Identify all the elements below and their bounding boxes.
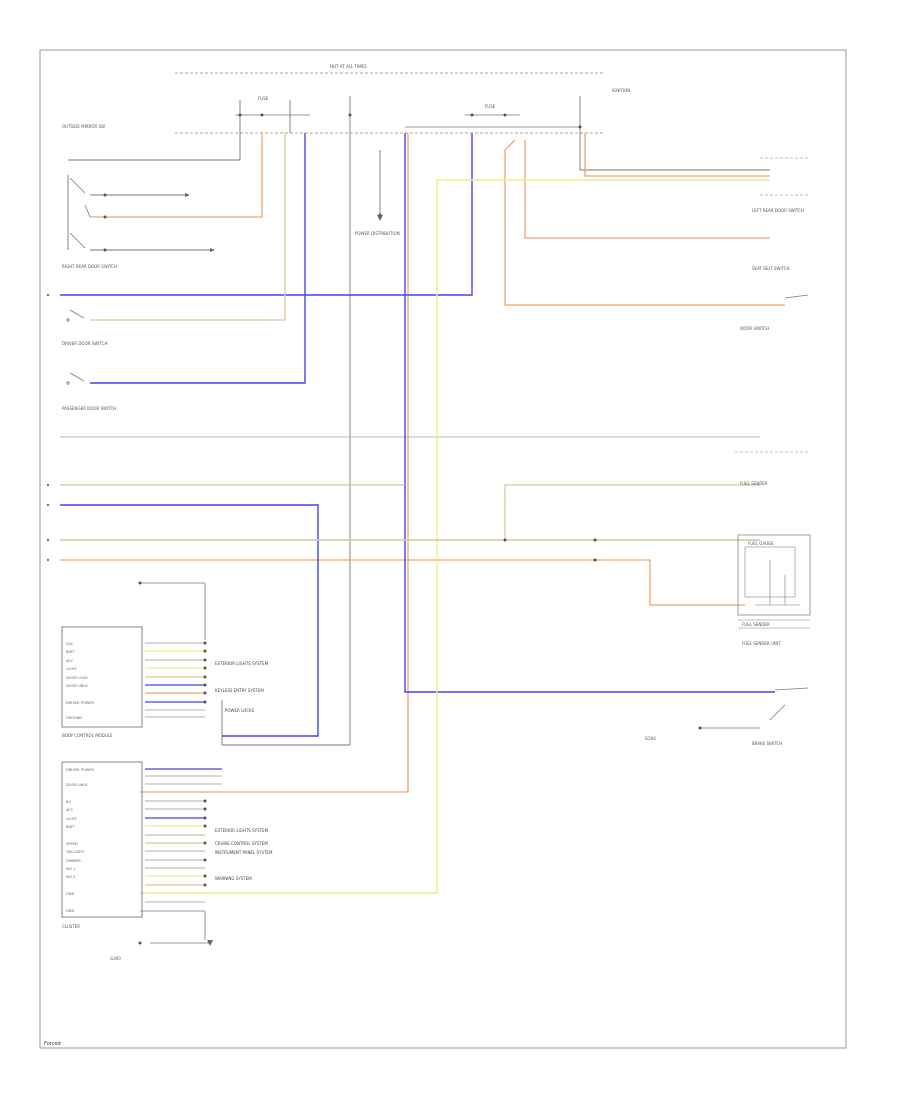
lower-pin-label: GND xyxy=(66,909,74,913)
fuse-left-label: FUSE xyxy=(258,96,269,101)
lower-side-notes: EXTERIOR LIGHTS SYSTEM CRUISE CONTROL SY… xyxy=(215,828,273,881)
power-dist-label: POWER DISTRIBUTION xyxy=(355,231,400,236)
lower-pin-label: BATT xyxy=(66,825,76,829)
brake-switch-label: BRAKE SWITCH xyxy=(752,741,782,746)
wire-orange-3 xyxy=(524,140,770,239)
lower-pin-label: B+ xyxy=(66,800,71,804)
body-control-module xyxy=(61,626,143,728)
right-label-2: SEAT BELT SWITCH xyxy=(752,266,790,271)
fuel-sender-caption: FUEL SENDER UNIT xyxy=(742,641,781,646)
module-lower-stubs xyxy=(145,775,222,903)
side-note: EXTERIOR LIGHTS SYSTEM xyxy=(215,661,269,666)
fuel-sender-inner-wires xyxy=(755,560,800,606)
wire-blue-4 xyxy=(404,133,775,693)
passenger-switch-symbol xyxy=(66,372,85,385)
wire-blue-2 xyxy=(90,133,306,384)
lower-pin-label: TAILLIGHT xyxy=(65,850,85,854)
upper-pin-label: DRIVER POWER xyxy=(66,701,95,705)
wire-orange-5 xyxy=(60,559,745,606)
upper-pin-label: DOOR LOCK xyxy=(66,676,88,680)
lower-pin-label: DRIVER POWER xyxy=(66,768,95,772)
wire-orange-4 xyxy=(504,139,785,306)
side-note: KEYLESS ENTRY SYSTEM xyxy=(215,688,264,693)
wire-orange-2 xyxy=(584,133,770,177)
left-mirror-switch-symbol xyxy=(69,177,91,249)
upper-pin-label: BATT xyxy=(66,650,76,654)
right-label-3: DOOR SWITCH xyxy=(740,326,769,331)
lower-pin-label: SW 1 xyxy=(66,867,75,871)
lower-pin-label: SPEED xyxy=(66,842,78,846)
wire-yellow-1 xyxy=(140,179,770,894)
lower-pin-label: DOOR UNLK xyxy=(66,783,88,787)
fuel-gauge-label: FUEL GAUGE xyxy=(748,541,774,546)
side-note: CRUISE CONTROL SYSTEM xyxy=(215,841,268,846)
connector-dots xyxy=(103,113,702,945)
driver-switch-symbol xyxy=(66,309,85,322)
lower-module-label: CLUSTER xyxy=(62,924,80,929)
wire-blue-3 xyxy=(60,504,319,737)
side-note: WARNING SYSTEM xyxy=(215,876,252,881)
ground-bottom-label: G300 xyxy=(110,956,121,961)
ground-symbols xyxy=(185,193,383,946)
upper-module-pins: IGN BATT ACC LIGHT DOOR LOCK DOOR UNLK D… xyxy=(66,642,95,720)
lower-pin-label: GND xyxy=(66,892,74,896)
upper-pin-label: ACC xyxy=(66,659,74,663)
side-note: EXTERIOR LIGHTS SYSTEM xyxy=(215,828,269,833)
lower-pin-label: DIMMER xyxy=(66,859,81,863)
wire-tan-4 xyxy=(504,484,760,540)
ground-mid-label: G200 xyxy=(645,736,656,741)
lower-pin-label: LIGHT xyxy=(66,817,78,821)
cluster-module xyxy=(61,761,143,918)
upper-pin-label: DOOR UNLK xyxy=(66,684,88,688)
lower-pin-label: ACC xyxy=(66,808,74,812)
right-label-1: LEFT REAR DOOR SWITCH xyxy=(752,208,804,213)
upper-pin-label: IGN xyxy=(66,642,73,646)
fuel-sender-box-label: FUEL SENDER xyxy=(742,622,770,627)
upper-pin-label: LIGHT xyxy=(66,667,78,671)
right-switch-symbol xyxy=(769,294,809,721)
module-upper-stubs xyxy=(145,642,205,718)
right-label-4: FUEL SENDER xyxy=(740,481,768,486)
left-switch-title: OUTSIDE MIRROR SW xyxy=(62,124,105,129)
wire-orange-6 xyxy=(140,133,409,793)
lower-pin-label: SW 2 xyxy=(66,875,75,879)
side-note: INSTRUMENT PANEL SYSTEM xyxy=(215,850,273,855)
fuel-gauge-box xyxy=(737,534,811,616)
wire-orange-1 xyxy=(90,133,263,218)
upper-side-notes: EXTERIOR LIGHTS SYSTEM KEYLESS ENTRY SYS… xyxy=(215,661,269,713)
top-center-label: HOT AT ALL TIMES xyxy=(330,64,367,69)
lower-module-pins: DRIVER POWER DOOR UNLK B+ ACC LIGHT BATT… xyxy=(65,768,95,913)
rear-door-left-label: RIGHT REAR DOOR SWITCH xyxy=(62,264,117,269)
left-module-label: BODY CONTROL MODULE xyxy=(62,733,113,738)
footer-label: Forced xyxy=(44,1041,61,1047)
side-note: POWER LOCKS xyxy=(225,708,255,713)
ignition-label: IGNITION xyxy=(612,88,630,93)
driver-switch-label: DRIVER DOOR SWITCH xyxy=(62,341,107,346)
wire-blue-1 xyxy=(60,133,473,296)
wire-tan-1 xyxy=(90,133,286,321)
left-edge-markers xyxy=(46,293,50,562)
fuse-right-label: FUSE xyxy=(485,104,496,109)
upper-pin-label: GROUND xyxy=(66,716,82,720)
passenger-switch-label: PASSENGER DOOR SWITCH xyxy=(62,406,116,411)
diagram-frame xyxy=(39,49,847,1049)
